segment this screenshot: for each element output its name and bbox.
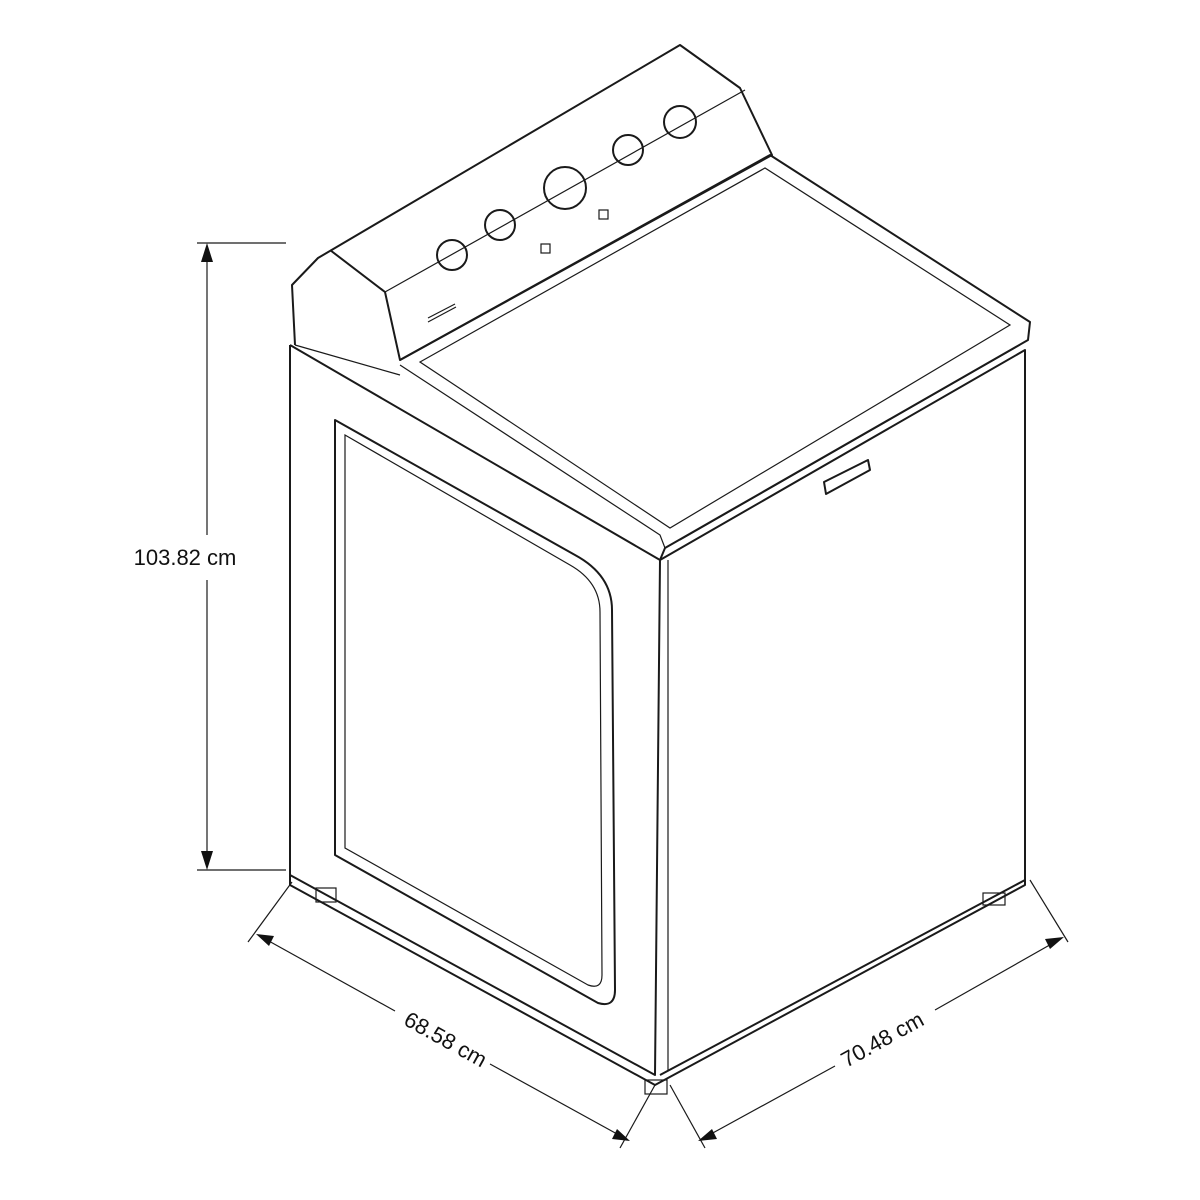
maytag-logo-console [427, 303, 457, 323]
maytag-logo-front [823, 459, 871, 495]
knob-icon [612, 134, 644, 166]
washer-lid [399, 154, 1031, 561]
indicator-light-icon [598, 209, 609, 220]
height-dimension [197, 242, 286, 871]
knob-icon [543, 166, 587, 210]
indicator-light-icon [540, 243, 551, 254]
feet [315, 887, 1006, 1095]
control-knobs [436, 105, 697, 271]
width-label: 68.58 cm [400, 1007, 491, 1073]
height-label: 103.82 cm [134, 545, 237, 570]
foot-icon [982, 892, 1006, 906]
front-door-panel [334, 419, 616, 1006]
foot-icon [644, 1079, 668, 1095]
control-console [291, 44, 773, 376]
width-dimension [247, 881, 656, 1149]
depth-dimension [669, 879, 1069, 1149]
knob-icon [436, 239, 468, 271]
foot-icon [315, 887, 337, 903]
depth-label: 70.48 cm [837, 1007, 928, 1073]
knob-icon [663, 105, 697, 139]
knob-icon [484, 209, 516, 241]
